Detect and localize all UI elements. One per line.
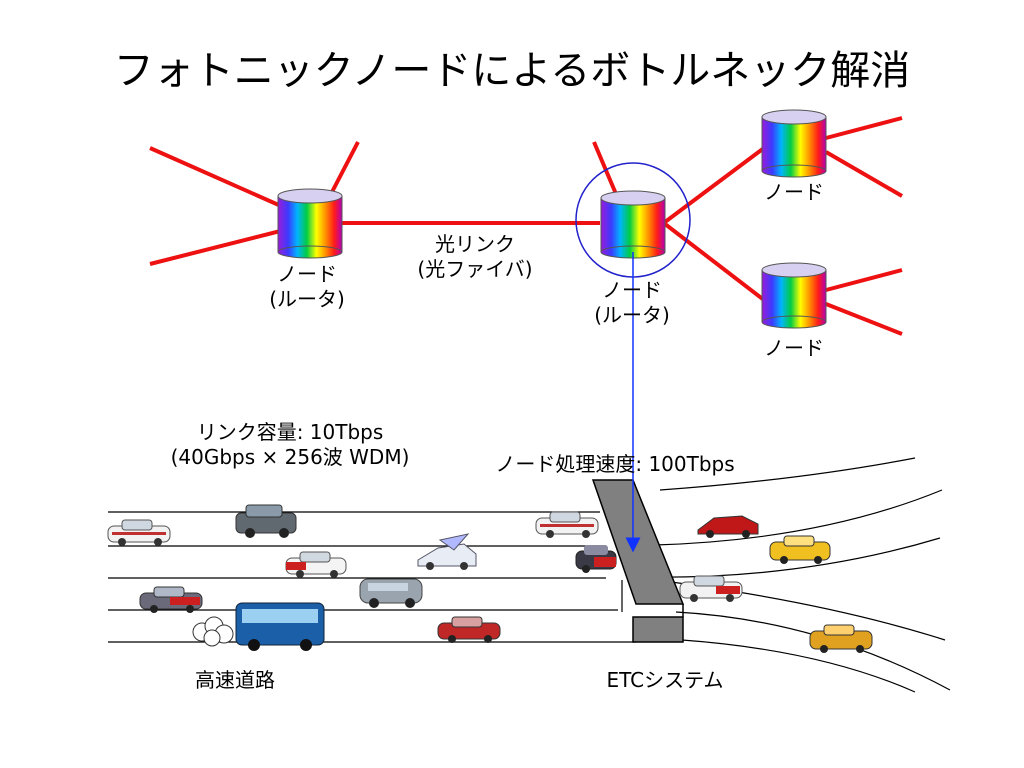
link-br-b — [825, 302, 903, 336]
center-node-label: ノード (ルータ) — [586, 278, 678, 328]
processing-speed-label: ノード処理速度: 100Tbps — [495, 452, 735, 476]
highway-lanes — [108, 457, 951, 693]
car-icon — [285, 551, 347, 578]
highway-label: 高速道路 — [195, 668, 275, 692]
center-node-sublabel: (ルータ) — [594, 303, 670, 327]
link-sublabel: (光ファイバ) — [417, 257, 533, 281]
van-icon — [359, 578, 423, 608]
lane-curve — [639, 537, 941, 578]
link-center-top-right — [663, 146, 766, 224]
link-name: 光リンク — [435, 232, 515, 256]
link-br-a — [825, 268, 903, 292]
slide-title: フォトニックノードによるボトルネック解消 — [113, 48, 911, 94]
bottom-right-node-label: ノード — [764, 336, 824, 360]
capacity-label: リンク容量: 10Tbps (40Gbps × 256波 WDM) — [130, 420, 450, 470]
race-car-icon — [417, 533, 477, 570]
node-bottom-right — [761, 262, 827, 329]
car-icon — [575, 545, 617, 573]
taxi-icon — [769, 535, 831, 564]
lane-curve — [659, 457, 916, 491]
link-tr-a — [825, 116, 903, 140]
link-left-a — [149, 146, 291, 212]
link-center-bottom-right — [663, 222, 766, 302]
car-icon — [107, 519, 171, 546]
etc-label: ETCシステム — [606, 668, 724, 692]
car-icon — [535, 511, 599, 538]
capacity-line1: リンク容量: 10Tbps — [196, 420, 384, 444]
car-icon — [679, 575, 743, 602]
lane-curve — [681, 639, 916, 693]
capacity-line2: (40Gbps × 256波 WDM) — [170, 445, 410, 469]
bus-icon — [235, 602, 325, 651]
left-node-name: ノード — [277, 262, 337, 286]
top-right-node-label: ノード — [764, 180, 824, 204]
link-label: 光リンク (光ファイバ) — [395, 232, 555, 282]
node-center — [600, 190, 666, 259]
exhaust-cloud-icon — [192, 616, 234, 647]
vehicles — [107, 504, 873, 653]
left-node-sublabel: (ルータ) — [269, 287, 345, 311]
center-node-name: ノード — [602, 278, 662, 302]
link-tr-b — [824, 150, 904, 198]
node-left — [277, 188, 343, 259]
suv-icon — [235, 504, 297, 538]
car-icon — [139, 586, 203, 613]
node-top-right — [761, 109, 827, 178]
left-node-label: ノード (ルータ) — [262, 262, 352, 312]
link-center-a — [592, 141, 618, 195]
taxi-icon — [809, 624, 873, 653]
lane-curve — [654, 489, 943, 546]
race-car-icon — [697, 515, 759, 538]
car-icon — [437, 616, 501, 643]
link-left-b — [330, 141, 360, 193]
optical-links — [149, 116, 904, 336]
